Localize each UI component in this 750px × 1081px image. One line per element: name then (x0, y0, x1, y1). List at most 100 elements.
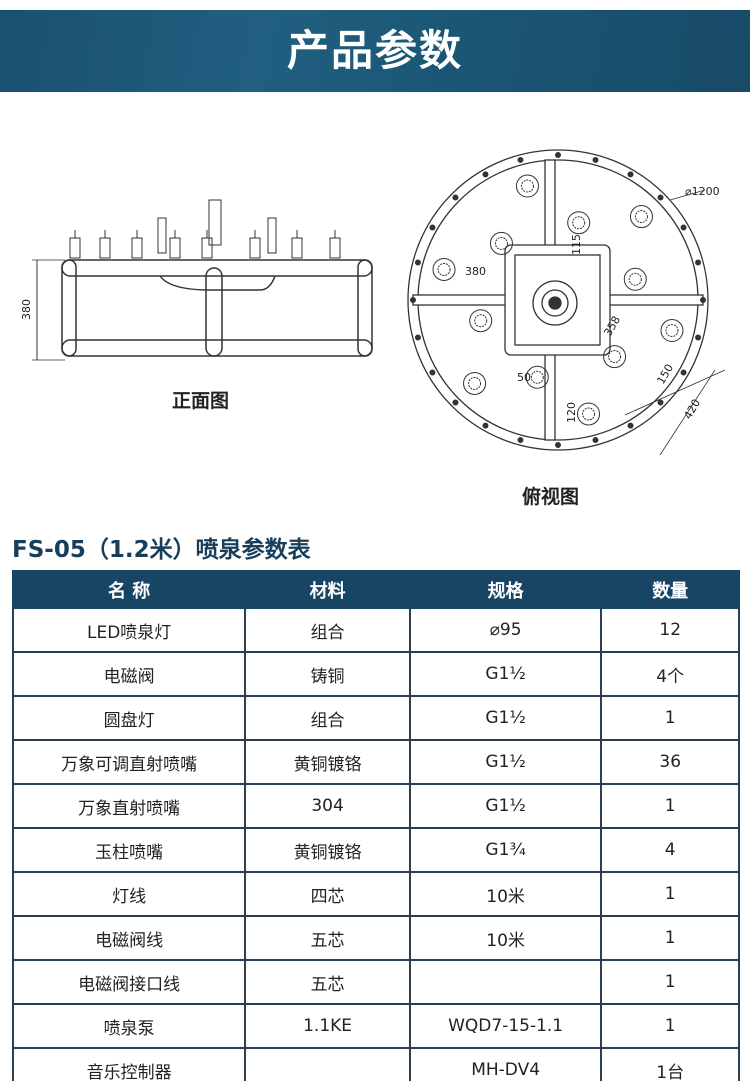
table-cell: 电磁阀接口线 (11, 959, 247, 1005)
dim-50: 50 (517, 371, 531, 384)
table-cell: 10米 (408, 871, 603, 917)
table-cell (408, 959, 603, 1005)
table-cell: 10米 (408, 915, 603, 961)
front-view-caption: 正面图 (172, 390, 230, 412)
column-header: 规格 (408, 570, 603, 609)
table-cell: 电磁阀线 (11, 915, 247, 961)
table-cell: ⌀95 (408, 607, 603, 653)
bolt-icon (592, 156, 599, 163)
led-light-icon (432, 257, 456, 281)
nozzle-icon (201, 237, 213, 259)
led-light-icon (629, 205, 653, 229)
table-cell: 36 (600, 739, 740, 785)
table-cell: 玉柱喷嘴 (11, 827, 247, 873)
bolt-icon (700, 297, 706, 303)
table-cell: LED喷泉灯 (11, 607, 247, 653)
bolt-icon (517, 156, 524, 163)
bolt-icon (680, 224, 687, 231)
top-view-drawing: ⌀1200 115 380 358 50 120 150 420 (407, 149, 726, 456)
front-view-drawing: 380 (20, 199, 373, 361)
table-cell: 1 (600, 1003, 740, 1049)
table-cell: 1 (600, 959, 740, 1005)
bolt-icon (452, 194, 459, 201)
table-cell: 1 (600, 871, 740, 917)
column-header: 数量 (600, 570, 740, 609)
bolt-icon (482, 422, 489, 429)
bolt-icon (414, 334, 421, 341)
led-light-icon (577, 402, 601, 426)
column-nozzle-icon (157, 217, 167, 254)
bolt-icon (627, 422, 634, 429)
table-cell: 音乐控制器 (11, 1047, 247, 1081)
table-cell: 五芯 (244, 915, 411, 961)
table-cell: G1½ (408, 695, 603, 741)
led-light-icon (525, 365, 549, 389)
led-light-icon (463, 371, 487, 395)
table-cell: G1½ (408, 739, 603, 785)
center-nozzle-icon (208, 199, 222, 246)
nozzle-icon (249, 237, 261, 259)
bolt-icon (429, 224, 436, 231)
table-title: FS-05（1.2米）喷泉参数表 (12, 537, 311, 563)
bolt-icon (429, 369, 436, 376)
dim-115: 115 (570, 234, 583, 255)
table-cell: 组合 (244, 607, 411, 653)
table-cell: G1½ (408, 651, 603, 697)
bolt-icon (695, 334, 702, 341)
nozzle-icon (291, 237, 303, 259)
nozzle-icon (169, 237, 181, 259)
led-light-icon (489, 231, 513, 255)
bolt-icon (555, 152, 561, 158)
bolt-icon (517, 437, 524, 444)
bolt-icon (657, 399, 664, 406)
table-cell: 4个 (600, 651, 740, 697)
led-light-icon (603, 345, 627, 369)
nozzle-icon (99, 237, 111, 259)
bolt-icon (482, 171, 489, 178)
table-cell: 喷泉泵 (11, 1003, 247, 1049)
table-cell: 304 (244, 783, 411, 829)
table-header-row: 名 称材料规格数量 (11, 570, 740, 609)
nozzle-icon (329, 237, 341, 259)
nozzle-icon (131, 237, 143, 259)
table-cell: 铸铜 (244, 651, 411, 697)
column-header: 材料 (244, 570, 411, 609)
column-header: 名 称 (11, 570, 247, 609)
table-cell: MH-DV4 (408, 1047, 603, 1081)
bolt-icon (452, 399, 459, 406)
table-cell: 黄铜镀铬 (244, 739, 411, 785)
bolt-icon (414, 259, 421, 266)
led-light-icon (660, 319, 684, 343)
table-cell: 万象可调直射喷嘴 (11, 739, 247, 785)
bolt-icon (680, 369, 687, 376)
dim-150: 150 (654, 362, 676, 387)
bolt-icon (695, 259, 702, 266)
table-cell: 1 (600, 695, 740, 741)
table-cell: 1.1KE (244, 1003, 411, 1049)
table-cell: 黄铜镀铬 (244, 827, 411, 873)
led-light-icon (567, 211, 591, 235)
dim-420: 420 (681, 397, 703, 422)
table-cell: 1 (600, 783, 740, 829)
bolt-icon (410, 297, 416, 303)
bolt-icon (592, 437, 599, 444)
nozzle-icon (69, 237, 81, 259)
led-light-icon (469, 309, 493, 333)
table-cell: 组合 (244, 695, 411, 741)
banner-title: 产品参数 (286, 26, 463, 75)
dim-diameter: ⌀1200 (685, 185, 720, 198)
top-view-caption: 俯视图 (522, 486, 580, 508)
table-cell: G1½ (408, 783, 603, 829)
table-cell: 灯线 (11, 871, 247, 917)
